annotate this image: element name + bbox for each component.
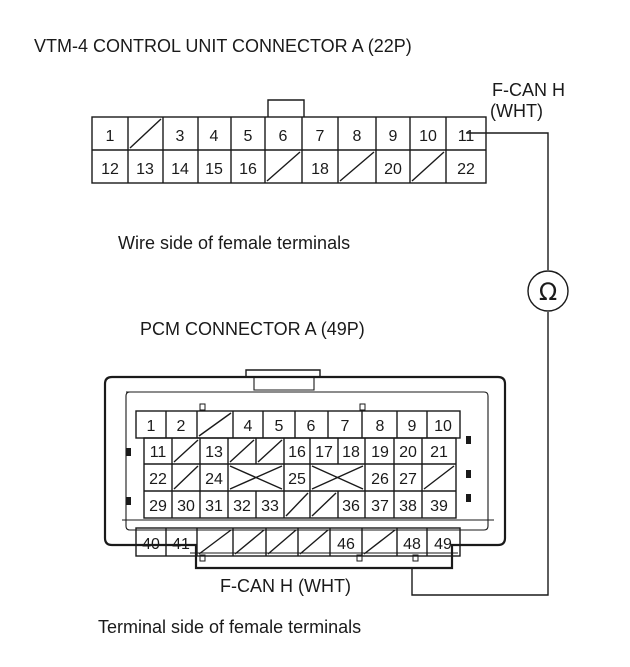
pin-label: 20 [384, 161, 402, 178]
pin-label: 25 [288, 471, 306, 488]
pin-label: 46 [337, 536, 355, 553]
pin-label: 19 [371, 444, 389, 461]
pin-label: 8 [376, 418, 385, 435]
vtm4-caption: Wire side of female terminals [118, 233, 350, 253]
pin-label: 39 [430, 498, 448, 515]
pin-label: 41 [172, 536, 190, 553]
pin-label: 9 [408, 418, 417, 435]
pin-label: 29 [149, 498, 167, 515]
pin-label: 8 [353, 128, 362, 145]
pin-label: 22 [457, 161, 475, 178]
pin-label: 18 [311, 161, 329, 178]
pin-label: 11 [150, 444, 167, 461]
pin-label: 14 [171, 161, 189, 178]
pin-label: 31 [205, 498, 223, 515]
pin-label: 36 [342, 498, 360, 515]
pin-label: 21 [430, 444, 448, 461]
wire-label-wht: (WHT) [490, 101, 543, 121]
pcm-caption: Terminal side of female terminals [98, 617, 361, 637]
pin-label: 16 [288, 444, 306, 461]
pin-label: 49 [434, 536, 452, 553]
pcm-connector: 1 2 4 5 6 7 8 9 10 11 13 16 17 18 19 20 … [103, 369, 507, 570]
pcm-connector-title: PCM CONNECTOR A (49P) [140, 319, 365, 339]
pin-label: 26 [371, 471, 389, 488]
pin-label: 15 [205, 161, 223, 178]
ohm-symbol: Ω [539, 278, 557, 306]
vtm4-connector: 1 3 4 5 6 7 8 9 10 11 12 13 14 15 16 18 … [91, 99, 487, 184]
pin-label: 3 [176, 128, 185, 145]
pin-label: 17 [315, 444, 333, 461]
pin-label: 11 [458, 128, 475, 145]
pin-label: 1 [147, 418, 156, 435]
pin-label: 48 [403, 536, 421, 553]
pin-label: 18 [342, 444, 360, 461]
test-lead-wire [411, 132, 549, 596]
pcm-wire-label: F-CAN H (WHT) [220, 576, 351, 596]
pin-label: 33 [261, 498, 279, 515]
pin-label: 5 [244, 128, 253, 145]
pin-label: 12 [101, 161, 119, 178]
pin-label: 13 [205, 444, 223, 461]
pin-label: 20 [399, 444, 417, 461]
wire-label-fcan-h: F-CAN H [492, 80, 565, 100]
pin-label: 5 [275, 418, 284, 435]
pin-label: 24 [205, 471, 223, 488]
pin-label: 1 [106, 128, 115, 145]
pin-label: 6 [307, 418, 316, 435]
pin-label: 27 [399, 471, 417, 488]
pin-label: 38 [399, 498, 417, 515]
pin-label: 22 [149, 471, 167, 488]
pin-label: 10 [434, 418, 452, 435]
vtm4-connector-title: VTM-4 CONTROL UNIT CONNECTOR A (22P) [34, 36, 412, 56]
pin-label: 7 [341, 418, 350, 435]
pin-label: 6 [279, 128, 288, 145]
pin-label: 7 [316, 128, 325, 145]
ohmmeter-icon: Ω [527, 270, 569, 312]
pin-label: 9 [389, 128, 398, 145]
pin-label: 4 [210, 128, 219, 145]
pin-label: 4 [244, 418, 253, 435]
pin-label: 13 [136, 161, 154, 178]
pin-label: 40 [142, 536, 160, 553]
pin-label: 2 [177, 418, 186, 435]
pin-label: 37 [371, 498, 389, 515]
pin-label: 16 [239, 161, 257, 178]
pin-label: 30 [177, 498, 195, 515]
pin-label: 32 [233, 498, 251, 515]
pin-label: 10 [419, 128, 437, 145]
